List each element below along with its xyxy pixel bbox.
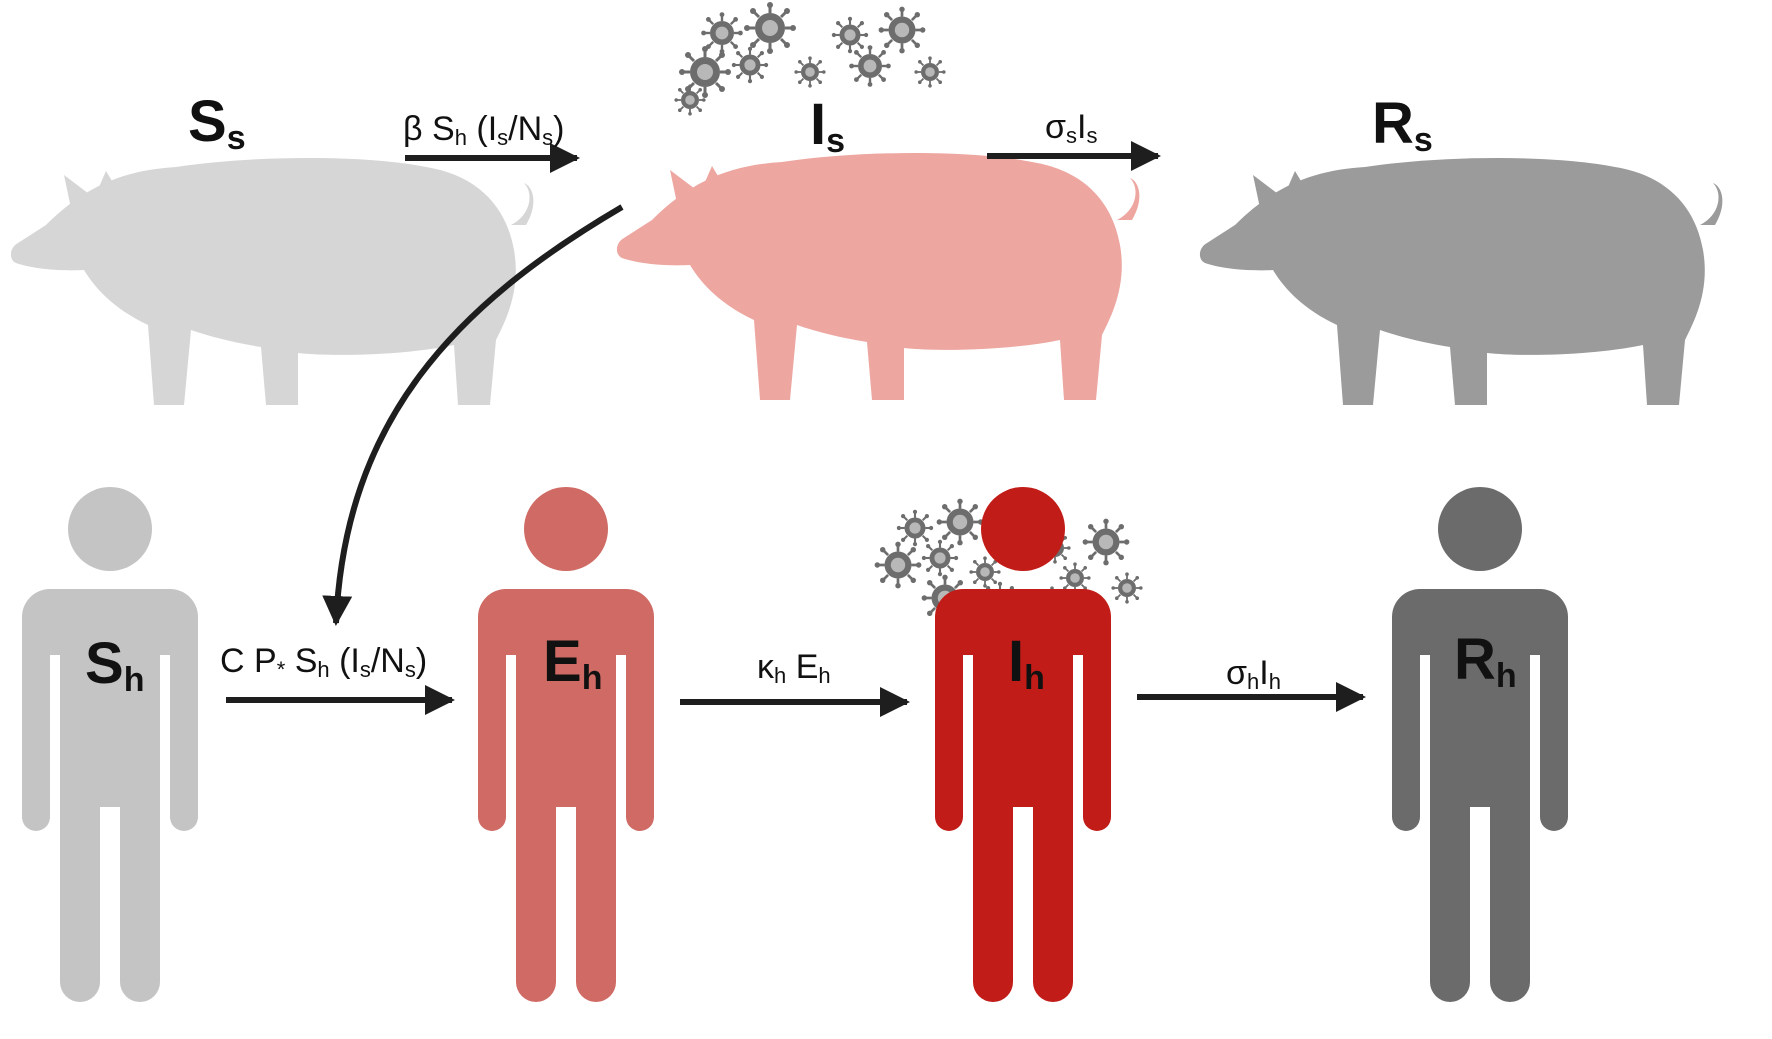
spillover-arrow <box>322 204 624 626</box>
susceptible-pig-icon <box>10 158 534 405</box>
node-label-sh: Sh <box>85 631 145 699</box>
pig-infection-rate-label: β Sh (Is/Ns) <box>403 110 565 150</box>
virus-particle-icon <box>793 55 827 89</box>
virus-particle-icon <box>1081 517 1131 567</box>
virus-particle-icon <box>677 44 733 100</box>
virus-particle-icon <box>913 55 947 89</box>
virus-particle-icon <box>935 497 985 547</box>
virus-particle-icon <box>1058 561 1092 595</box>
virus-particle-icon <box>830 15 870 55</box>
infected-human-icon <box>935 487 1111 1002</box>
node-label-eh: Eh <box>543 629 603 697</box>
virus-particle-icon <box>920 538 960 578</box>
virus-particle-icon <box>673 83 707 117</box>
virus-particle-icon <box>877 5 927 55</box>
node-label-rs: Rs <box>1372 91 1433 159</box>
node-label-is: Is <box>810 92 846 160</box>
human-recovery-rate-label: σhIh <box>1226 654 1281 694</box>
virus-particle-icon <box>1110 571 1144 605</box>
spillover-rate-label: C P* Sh (Is/Ns) <box>220 642 428 682</box>
recovered-human-icon <box>1392 487 1568 1002</box>
virus-particle-icon <box>895 508 935 548</box>
virus-particle-icon <box>730 45 770 85</box>
infected-pig-icon <box>616 153 1140 400</box>
recovered-pig-icon <box>1199 158 1723 405</box>
node-label-ih: Ih <box>1008 629 1045 697</box>
human-progression-rate-label: κh Eh <box>757 648 831 688</box>
virus-particle-icon <box>742 0 798 56</box>
virus-particle-icon <box>873 540 923 590</box>
susceptible-human-icon <box>22 487 198 1002</box>
node-label-rh: Rh <box>1454 627 1517 695</box>
pig-recovery-rate-label: σsIs <box>1045 108 1098 148</box>
exposed-human-icon <box>478 487 654 1002</box>
node-label-ss: Ss <box>188 89 246 157</box>
virus-particle-icon <box>848 44 892 89</box>
